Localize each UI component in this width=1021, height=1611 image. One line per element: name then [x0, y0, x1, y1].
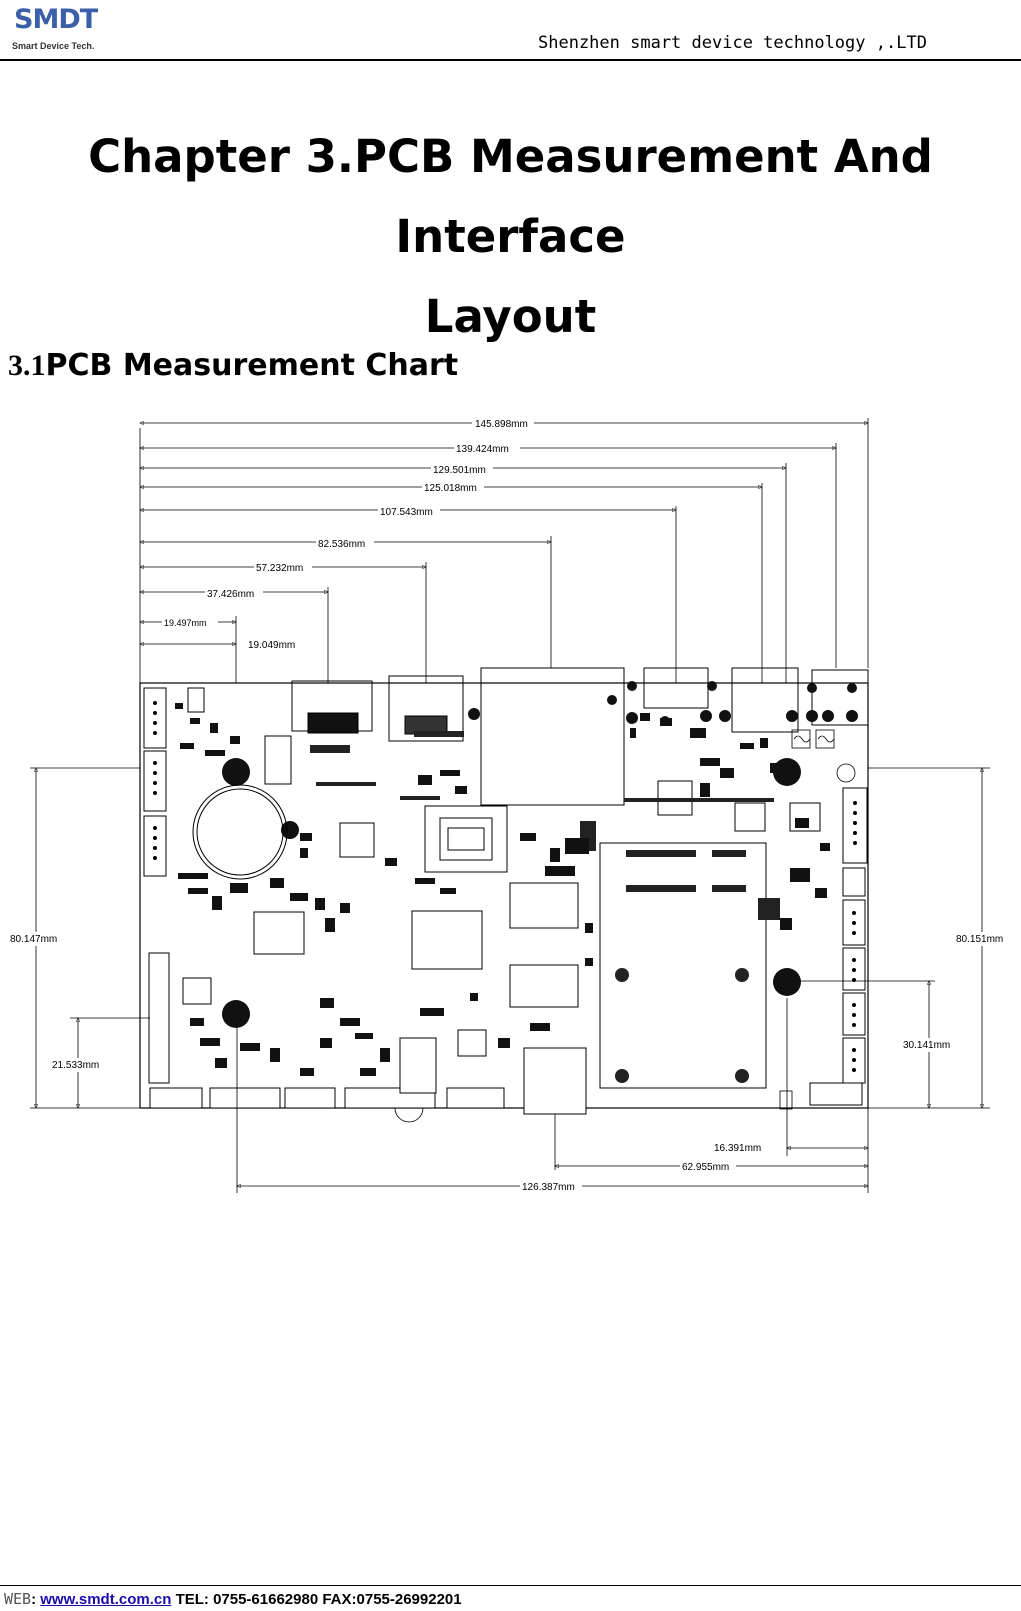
dim-label: 30.141mm [903, 1040, 950, 1051]
dim-label: 19.497mm [164, 618, 207, 628]
dim-label: 21.533mm [52, 1060, 99, 1071]
company-name: Shenzhen smart device technology ,.LTD [538, 33, 927, 53]
website-link[interactable]: www.smdt.com.cn [40, 1591, 172, 1608]
dim-label: 19.049mm [248, 640, 295, 651]
dim-label: 57.232mm [256, 563, 303, 574]
chapter-title-line2: Layout [424, 290, 597, 343]
dim-label: 37.426mm [207, 589, 254, 600]
logo-subtitle: Smart Device Tech. [12, 41, 95, 51]
dim-label: 107.543mm [380, 507, 433, 518]
section-number: 3.1 [8, 349, 46, 382]
dim-label: 139.424mm [456, 444, 509, 455]
web-separator: : [31, 1591, 41, 1608]
dim-label: 145.898mm [475, 419, 528, 430]
dim-label: 129.501mm [433, 465, 486, 476]
page-footer: WEB: www.smdt.com.cn TEL: 0755-61662980 … [4, 1590, 462, 1608]
chapter-title-line1: Chapter 3.PCB Measurement And Interface [88, 130, 933, 263]
contact-info: TEL: 0755-61662980 FAX:0755-26992201 [171, 1591, 462, 1608]
dim-label: 16.391mm [714, 1143, 761, 1154]
page-header: SMDT Smart Device Tech. Shenzhen smart d… [0, 0, 1021, 62]
header-divider [0, 59, 1021, 61]
dim-label: 80.147mm [10, 934, 57, 945]
dim-label: 126.387mm [522, 1182, 575, 1193]
footer-divider [0, 1585, 1021, 1586]
pcb-measurement-drawing: 145.898mm 139.424mm 129.501mm 125.018mm … [0, 416, 1021, 1233]
dim-label: 125.018mm [424, 483, 477, 494]
dim-label: 62.955mm [682, 1162, 729, 1173]
company-logo: SMDT Smart Device Tech. [10, 4, 110, 54]
dim-label: 80.151mm [956, 934, 1003, 945]
chapter-title: Chapter 3.PCB Measurement And Interface … [0, 117, 1021, 357]
web-label: WEB [4, 1590, 32, 1608]
section-title: PCB Measurement Chart [45, 348, 459, 383]
section-heading: 3.1PCB Measurement Chart [8, 348, 458, 383]
logo-mark: SMDT [14, 4, 98, 35]
dim-label: 82.536mm [318, 539, 365, 550]
